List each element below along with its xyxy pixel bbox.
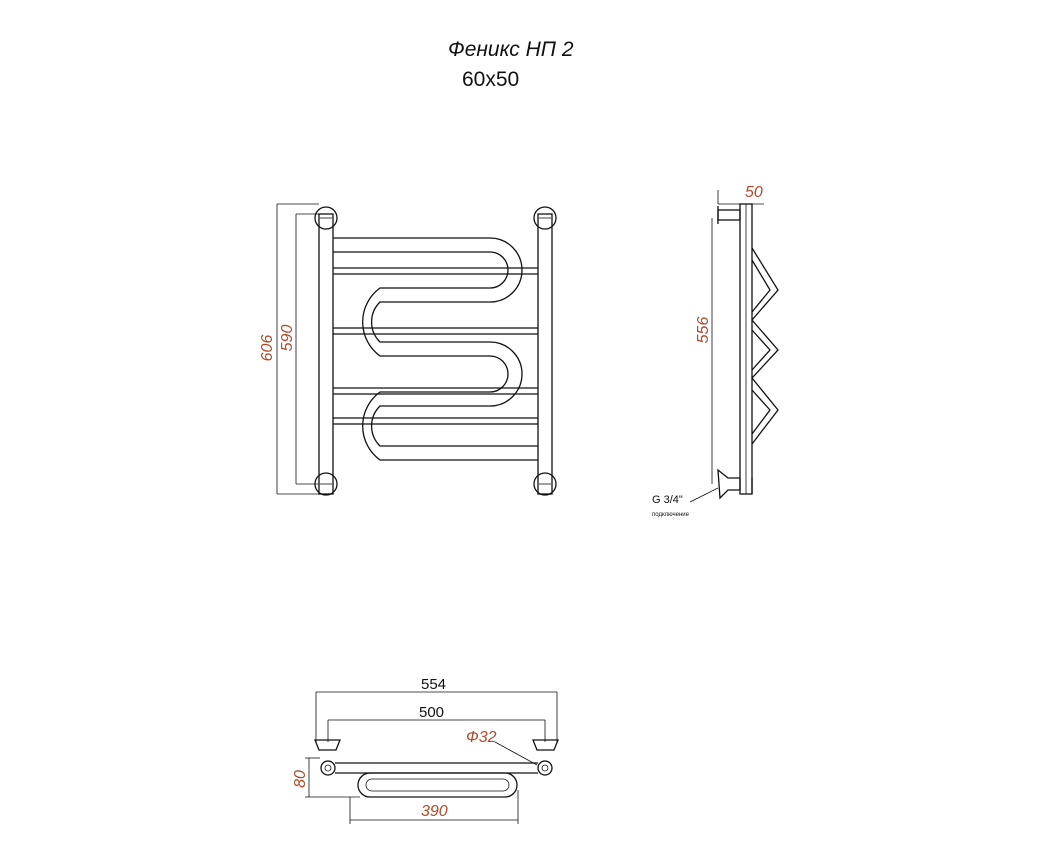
dim-axis-height: 590 [279, 325, 296, 352]
front-view: 606 590 [259, 203, 557, 496]
left-top-fitting [314, 206, 338, 230]
dim-coil-width: 390 [421, 803, 448, 820]
connection-label: G 3/4" [652, 494, 683, 506]
dim-overall-height: 606 [259, 335, 276, 362]
drawing-title: Феникс НП 2 [448, 38, 574, 61]
dim-pipe-diameter: Ф32 [466, 729, 497, 746]
left-collector [318, 213, 334, 495]
top-coil-loop [357, 772, 518, 798]
top-view: 554 500 80 390 Ф32 [292, 676, 559, 824]
dim-side-height: 556 [695, 317, 712, 344]
left-pipe-end [320, 760, 336, 776]
connection-note: подключение [652, 512, 690, 518]
dim-side-depth: 50 [745, 184, 763, 201]
right-pipe-end [537, 760, 553, 776]
side-view: 50 556 G 3/4" подключение [652, 184, 779, 518]
drawing-subtitle: 60х50 [462, 68, 519, 91]
right-top-fitting [533, 206, 557, 230]
dim-top-depth: 80 [292, 770, 309, 788]
dim-overall-width: 554 [421, 676, 446, 693]
side-zigzag [751, 247, 779, 445]
serpentine-coil [333, 237, 538, 461]
right-bottom-fitting [533, 472, 557, 496]
dim-axis-width: 500 [419, 704, 444, 721]
right-collector [537, 213, 553, 495]
